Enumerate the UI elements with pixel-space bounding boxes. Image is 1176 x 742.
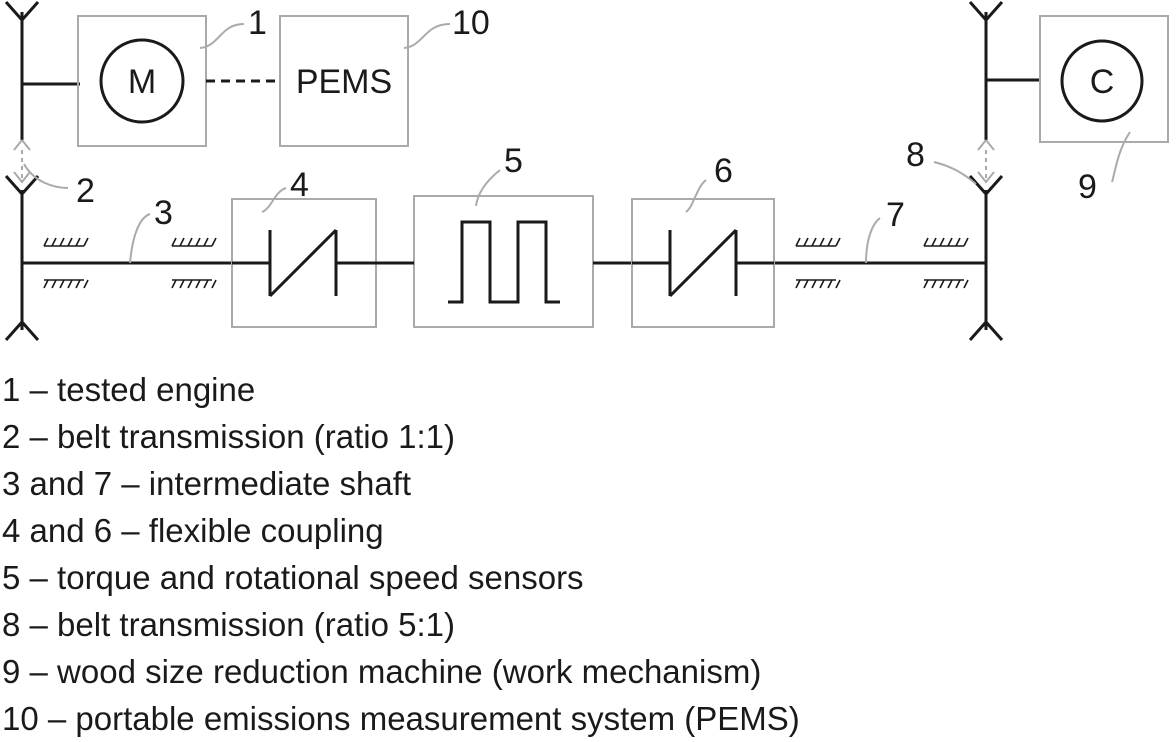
torque-speed-sensors xyxy=(376,195,632,328)
label-7: 7 xyxy=(886,196,905,234)
label-8: 8 xyxy=(906,136,925,174)
pems-label: PEMS xyxy=(296,63,392,101)
drivetrain-schematic: M PEMS xyxy=(4,1,1169,341)
label-6: 6 xyxy=(714,152,733,190)
legend-item: 9 – wood size reduction machine (work me… xyxy=(2,653,762,690)
left-belt-transmission xyxy=(4,1,80,341)
bearing-right-1 xyxy=(795,237,841,289)
leader-lines xyxy=(23,23,1131,264)
label-9: 9 xyxy=(1078,168,1097,206)
bearing-right-2 xyxy=(923,237,969,289)
legend-item: 4 and 6 – flexible coupling xyxy=(2,512,384,549)
machine-box: C xyxy=(1039,15,1169,143)
bearing-left-2 xyxy=(171,237,217,289)
legend-item: 5 – torque and rotational speed sensors xyxy=(2,559,584,596)
label-5: 5 xyxy=(504,142,523,180)
label-2: 2 xyxy=(76,172,95,210)
flexible-coupling-left xyxy=(231,198,377,328)
legend-item: 3 and 7 – intermediate shaft xyxy=(2,465,412,502)
bearing-left-1 xyxy=(43,237,89,289)
label-4: 4 xyxy=(290,166,309,204)
legend-item: 8 – belt transmission (ratio 5:1) xyxy=(2,606,456,643)
machine-symbol: C xyxy=(1090,63,1115,101)
legend-item: 2 – belt transmission (ratio 1:1) xyxy=(2,418,456,455)
flexible-coupling-right xyxy=(631,198,775,328)
legend-item: 10 – portable emissions measurement syst… xyxy=(2,700,800,737)
legend-item: 1 – tested engine xyxy=(2,371,256,408)
engine-box: M xyxy=(77,15,207,147)
legend: 1 – tested engine 2 – belt transmission … xyxy=(2,366,800,742)
label-1: 1 xyxy=(248,4,267,42)
label-3: 3 xyxy=(154,194,173,232)
label-10: 10 xyxy=(452,4,490,42)
engine-symbol: M xyxy=(128,63,156,101)
right-belt-transmission xyxy=(968,1,1040,341)
pems-box: PEMS xyxy=(279,15,409,147)
